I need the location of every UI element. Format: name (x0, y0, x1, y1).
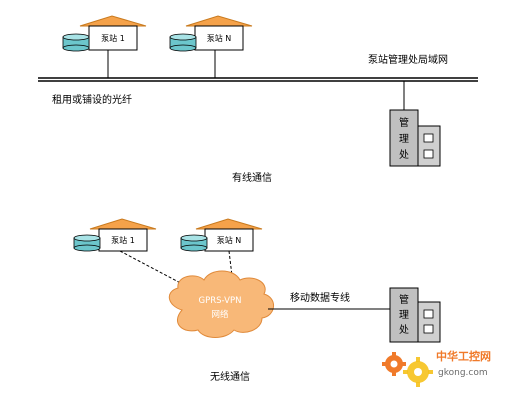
office-window (423, 324, 434, 334)
office-label-char: 理 (399, 133, 409, 145)
tank-icon (169, 33, 197, 52)
wireless-station-1: 泵站 1 (73, 218, 157, 252)
office-window (423, 133, 434, 143)
gprs-vpn-cloud: GPRS-VPN 网络 (168, 270, 274, 338)
watermark-logo: 中华工控网 gkong.com (382, 349, 491, 387)
lan-backbone-line (38, 77, 478, 82)
wired-station-1: 泵站 1 (62, 15, 147, 78)
office-label-char: 处 (399, 324, 409, 336)
office-label-char: 管 (399, 293, 409, 306)
station-label: 泵站 1 (111, 235, 135, 245)
wired-office-building: 管 理 处 (389, 109, 441, 167)
wired-station-n: 泵站 N (169, 15, 253, 78)
office-window (423, 149, 434, 159)
watermark-domain: gkong.com (438, 368, 488, 378)
station-building (194, 25, 244, 51)
wireless-caption: 无线通信 (210, 370, 250, 383)
wireless-section: 泵站 1 泵站 N GPRS-VPN 网络 (73, 218, 441, 383)
office-window (423, 309, 434, 319)
station-label: 泵站 N (207, 33, 232, 43)
station-roof (89, 218, 157, 230)
wired-section: 泵站 1 泵站 N 泵站管理处局域网 租用或铺设的光纤 (38, 15, 478, 184)
wireless-link-1 (119, 250, 191, 289)
wireless-station-n: 泵站 N (180, 218, 263, 252)
office-label-char: 管 (399, 116, 409, 129)
station-label: 泵站 1 (101, 33, 125, 43)
wireless-office-building: 管 理 处 (389, 287, 441, 343)
tank-icon (73, 234, 101, 252)
office-label-char: 理 (399, 309, 409, 321)
gear-icon (382, 352, 433, 387)
watermark-site-name: 中华工控网 (436, 349, 491, 363)
lan-label: 泵站管理处局域网 (368, 53, 448, 66)
wired-caption: 有线通信 (232, 171, 272, 184)
cloud-label-line2: 网络 (211, 309, 229, 320)
tank-icon (62, 33, 90, 52)
station-roof (79, 15, 147, 27)
office-label-char: 处 (399, 149, 409, 161)
dedicated-line-label: 移动数据专线 (290, 291, 350, 304)
cloud-label-line1: GPRS-VPN (199, 296, 242, 306)
station-roof (195, 218, 263, 230)
fiber-label: 租用或铺设的光纤 (52, 93, 132, 106)
tank-icon (180, 234, 208, 252)
station-roof (185, 15, 253, 27)
station-label: 泵站 N (217, 235, 242, 245)
